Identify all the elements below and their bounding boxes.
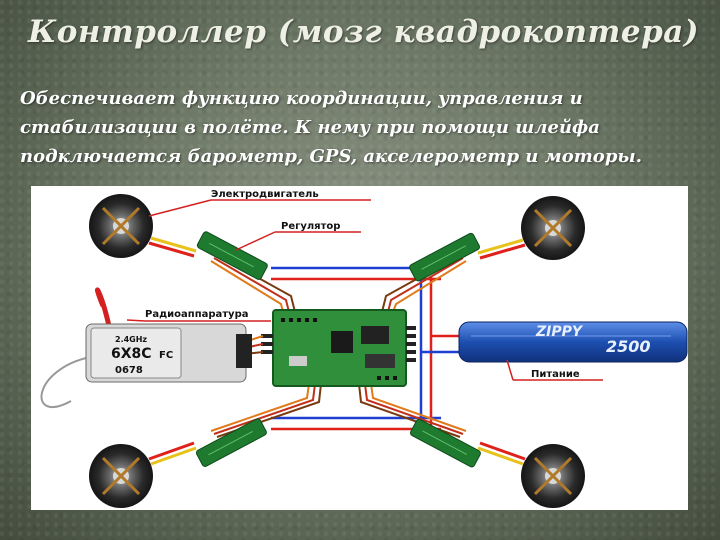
esc-bottom-right	[410, 418, 481, 468]
quadcopter-diagram: 2.4GHz 6X8C FC 0678 ZIPPY 2500 Электродв…	[31, 186, 688, 510]
motor-bottom-right	[521, 444, 585, 508]
battery: ZIPPY 2500	[458, 321, 688, 363]
label-motor-text: Электродвигатель	[211, 189, 319, 200]
radio-module-text-2: 6X8C	[111, 346, 152, 362]
motor-top-left	[89, 194, 153, 258]
slide-description: Обеспечивает функцию координации, управл…	[20, 88, 642, 167]
motor-bottom-left	[89, 444, 153, 508]
flight-controller-board	[261, 309, 416, 387]
motor-top-right	[521, 196, 585, 260]
esc-top-right	[409, 232, 480, 282]
radio-module-text-1: 2.4GHz	[115, 335, 147, 344]
label-motor: Электродвигатель	[148, 189, 371, 217]
battery-brand: ZIPPY	[535, 324, 584, 340]
label-radio-text: Радиоаппаратура	[145, 309, 248, 320]
label-power-text: Питание	[531, 369, 580, 380]
motor-leads	[148, 236, 526, 466]
esc-bottom-left	[195, 418, 267, 467]
label-power: Питание	[506, 359, 603, 381]
slide-title: Контроллер (мозг квадрокоптера)	[28, 14, 700, 50]
esc-top-left	[196, 231, 268, 280]
label-radio: Радиоаппаратура	[126, 309, 271, 322]
radio-module-text-4: 0678	[115, 365, 143, 376]
label-esc: Регулятор	[235, 221, 361, 251]
label-esc-text: Регулятор	[281, 221, 340, 232]
radio-module-text-3: FC	[159, 350, 173, 361]
radio-receiver: 2.4GHz 6X8C FC 0678	[40, 287, 252, 408]
diagram-canvas: 2.4GHz 6X8C FC 0678 ZIPPY 2500 Электродв…	[40, 189, 688, 508]
battery-capacity: 2500	[606, 337, 651, 356]
